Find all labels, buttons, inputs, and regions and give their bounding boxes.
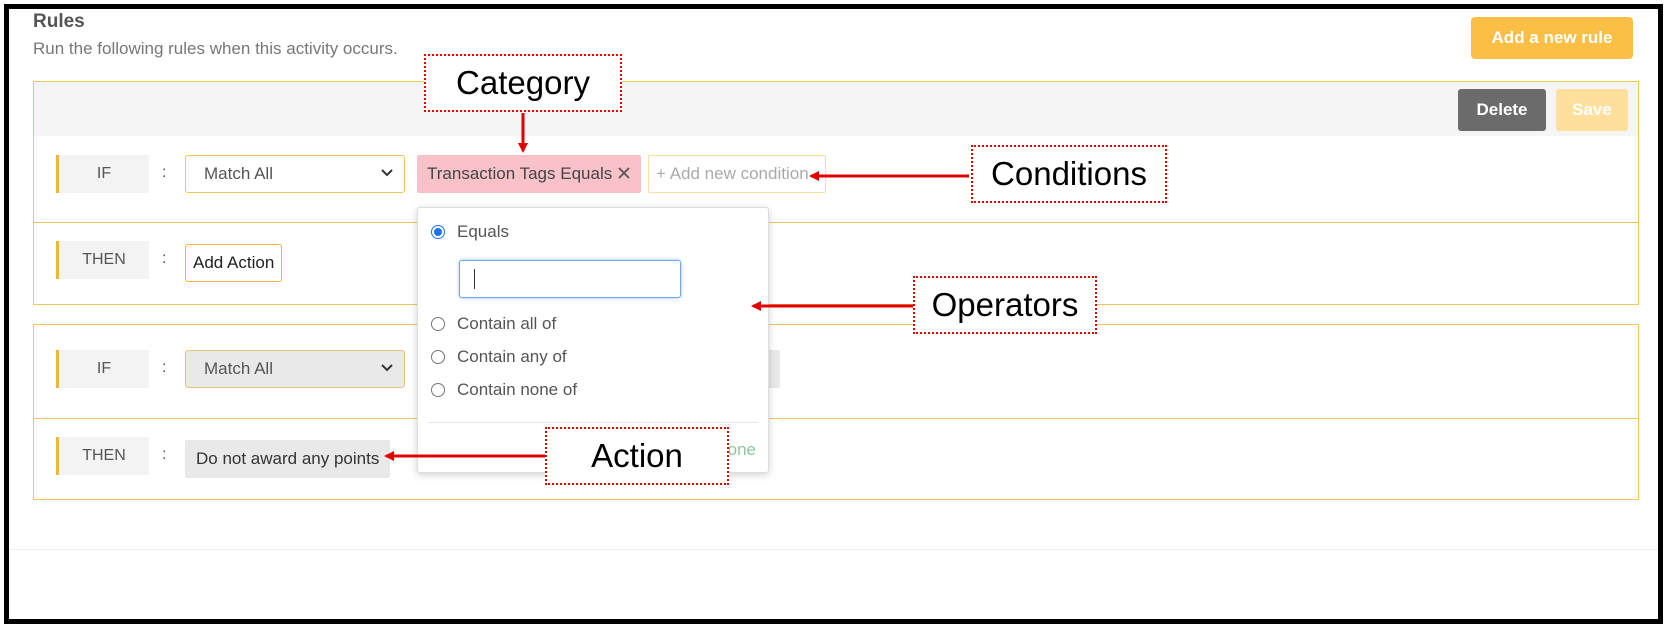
rule-card-header: Delete Save: [34, 82, 1638, 136]
annotation-arrows: [384, 113, 969, 461]
operators-callout: Operators: [913, 276, 1097, 334]
rules-title: Rules: [33, 11, 85, 32]
operator-option-contain-none[interactable]: Contain none of: [431, 380, 577, 400]
match-select-value: Match All: [204, 164, 273, 183]
operator-option-label: Contain none of: [457, 380, 578, 399]
radio-icon[interactable]: [431, 383, 445, 397]
row-divider: [34, 222, 1638, 223]
action-chip[interactable]: Do not award any points: [185, 440, 391, 478]
save-button[interactable]: Save: [1556, 89, 1628, 131]
condition-chip[interactable]: Transaction Tags Equals: [417, 155, 641, 193]
row-divider: [34, 418, 1638, 419]
action-callout: Action: [545, 427, 729, 485]
operator-option-contain-any[interactable]: Contain any of: [431, 347, 567, 367]
rules-subtitle: Run the following rules when this activi…: [33, 39, 398, 58]
if-label: IF: [56, 155, 149, 193]
operator-value-input[interactable]: [459, 260, 681, 298]
operator-option-equals[interactable]: Equals: [431, 222, 509, 242]
operator-option-label: Equals: [457, 222, 509, 241]
radio-icon[interactable]: [431, 350, 445, 364]
then-label: THEN: [56, 241, 149, 279]
then-colon: :: [162, 250, 167, 267]
then-colon: :: [162, 446, 167, 463]
screenshot-frame: Rules Run the following rules when this …: [4, 4, 1663, 624]
match-select[interactable]: Match All: [185, 350, 405, 388]
then-label: THEN: [56, 437, 149, 475]
operator-option-label: Contain any of: [457, 347, 567, 366]
delete-button[interactable]: Delete: [1458, 89, 1546, 131]
if-colon: :: [162, 164, 167, 181]
add-new-rule-button[interactable]: Add a new rule: [1471, 17, 1633, 59]
close-icon[interactable]: [617, 166, 631, 180]
radio-icon[interactable]: [431, 317, 445, 331]
if-label: IF: [56, 350, 149, 388]
chevron-down-icon: [381, 364, 393, 372]
rule-card-2: IF : Match All THEN : Do not award any p…: [33, 324, 1639, 500]
condition-chip-label: Transaction Tags Equals: [427, 164, 613, 183]
add-condition-button[interactable]: + Add new condition: [648, 155, 826, 193]
chevron-down-icon: [381, 169, 393, 177]
text-caret: [474, 269, 475, 289]
operator-option-label: Contain all of: [457, 314, 557, 333]
rule-card-1: Delete Save IF : Match All Transaction T…: [33, 81, 1639, 305]
operator-option-contain-all[interactable]: Contain all of: [431, 314, 556, 334]
if-colon: :: [162, 359, 167, 376]
radio-checked-icon[interactable]: [431, 225, 445, 239]
bottom-divider: [9, 549, 1658, 550]
add-action-button[interactable]: Add Action: [185, 244, 283, 282]
conditions-callout: Conditions: [971, 145, 1167, 203]
match-select-value: Match All: [204, 359, 273, 378]
category-callout: Category: [424, 54, 622, 112]
match-select[interactable]: Match All: [185, 155, 405, 193]
popover-divider: [428, 422, 758, 423]
